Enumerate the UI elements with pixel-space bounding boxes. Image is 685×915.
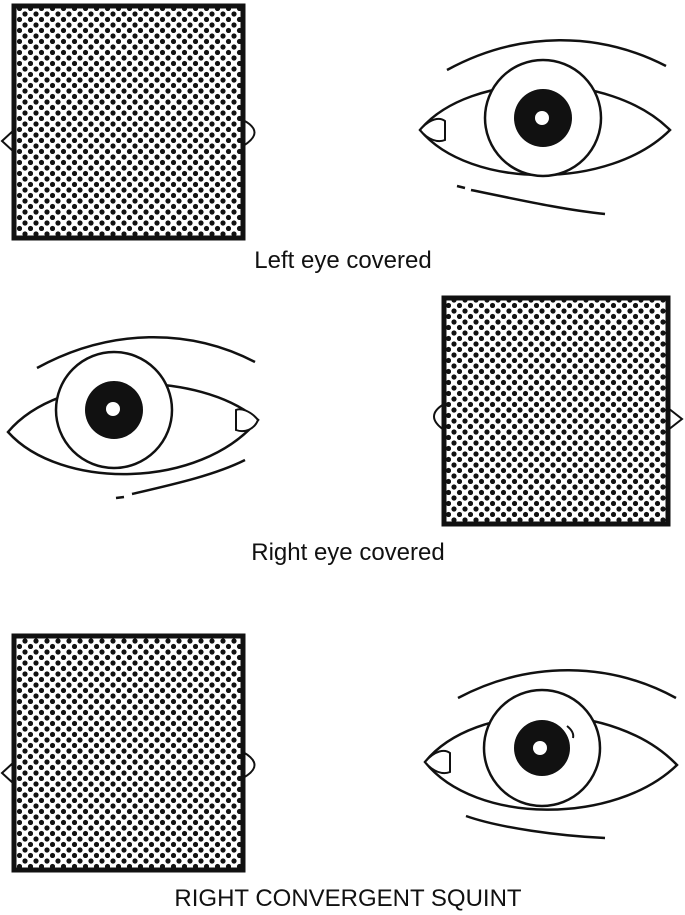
occluder-square-icon bbox=[441, 295, 671, 527]
eye-icon bbox=[418, 39, 672, 216]
eyebrow-icon bbox=[36, 336, 256, 370]
caption-left-eye-covered: Left eye covered bbox=[254, 247, 431, 274]
occluder-square-icon bbox=[11, 633, 246, 873]
occluder-square-icon bbox=[11, 3, 246, 241]
eyebrow-icon bbox=[457, 669, 677, 700]
eye-icon bbox=[423, 669, 679, 840]
eye-icon bbox=[6, 336, 260, 500]
occluder-right-2 bbox=[433, 295, 684, 527]
occluder-left-3 bbox=[0, 633, 256, 873]
panel-right-convergent-squint: RIGHT CONVERGENT SQUINT bbox=[0, 633, 679, 912]
panel-right-eye-covered: Right eye covered bbox=[6, 295, 684, 566]
panel-left-eye-covered: Left eye covered bbox=[0, 3, 672, 274]
caption-right-convergent-squint: RIGHT CONVERGENT SQUINT bbox=[174, 885, 521, 912]
occluder-left-1 bbox=[0, 3, 256, 241]
eyebrow-icon bbox=[446, 39, 667, 72]
caption-right-eye-covered: Right eye covered bbox=[251, 539, 444, 566]
